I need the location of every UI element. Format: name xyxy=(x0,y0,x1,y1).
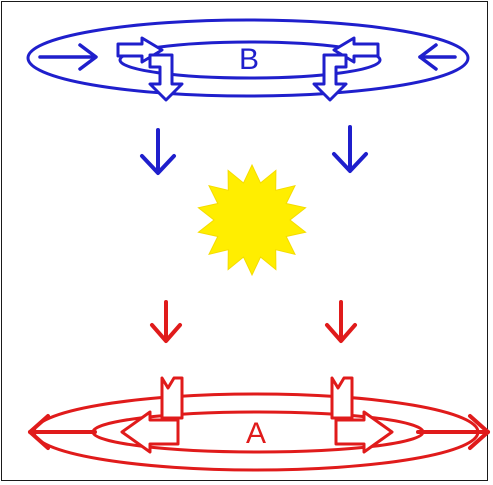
bottom-outflow-arrow-left xyxy=(30,416,95,448)
label-b: B xyxy=(239,43,259,76)
top-inflow-arrow-left xyxy=(40,45,96,69)
bottom-down-arrow-left xyxy=(152,302,180,341)
descend-arrow-right xyxy=(334,127,366,171)
sun-icon xyxy=(198,165,305,275)
top-inflow-arrow-right xyxy=(420,45,455,69)
bottom-down-arrow-right xyxy=(327,302,355,341)
label-a: A xyxy=(246,417,266,450)
bottom-outflow-arrow-right xyxy=(418,416,488,448)
bottom-bent-arrow-left xyxy=(122,378,182,452)
descend-arrow-left xyxy=(142,130,174,173)
